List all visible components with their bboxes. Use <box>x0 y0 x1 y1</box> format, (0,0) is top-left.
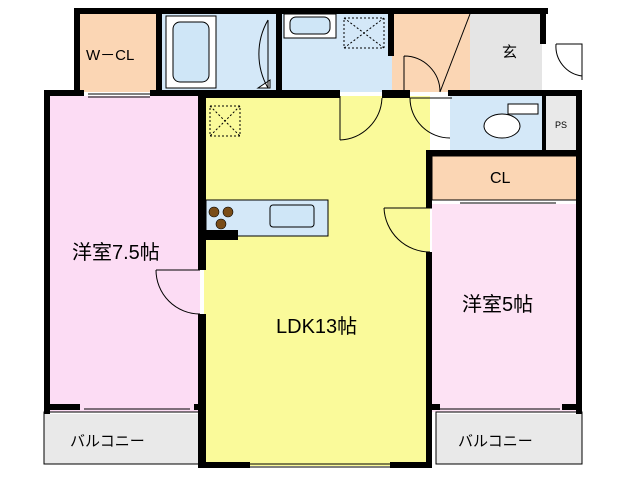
entrance-floor <box>470 12 542 92</box>
wash-basin-icon <box>283 13 337 39</box>
ldk-label: LDK13帖 <box>276 316 358 338</box>
balcony-right-label: バルコニー <box>458 433 533 450</box>
western-room-right <box>432 204 578 412</box>
windows <box>84 93 560 468</box>
closet-room <box>432 156 578 200</box>
thin-outlines <box>43 13 583 465</box>
walk-in-closet-room <box>78 12 160 92</box>
pipe-space-label: PS <box>555 120 568 130</box>
walls <box>44 8 582 468</box>
balcony-left <box>44 414 200 464</box>
refrigerator-space-icon <box>209 105 241 137</box>
balcony-right <box>436 414 582 464</box>
western-room-left <box>48 96 200 412</box>
entrance-label: 玄 <box>502 44 518 61</box>
walk-in-closet-label: W－CL <box>86 47 135 64</box>
pipe-space <box>546 96 578 150</box>
western-room-left-label: 洋室7.5帖 <box>72 242 160 264</box>
western-room-right-label: 洋室5帖 <box>462 294 534 316</box>
door-swings <box>155 19 583 315</box>
closet-label: CL <box>490 170 511 187</box>
balcony-left-label: バルコニー <box>70 433 145 450</box>
toilet-icon <box>483 103 539 139</box>
washing-machine-space-icon <box>343 17 385 49</box>
ldk-room <box>204 96 430 466</box>
bathtub-icon <box>165 15 271 89</box>
